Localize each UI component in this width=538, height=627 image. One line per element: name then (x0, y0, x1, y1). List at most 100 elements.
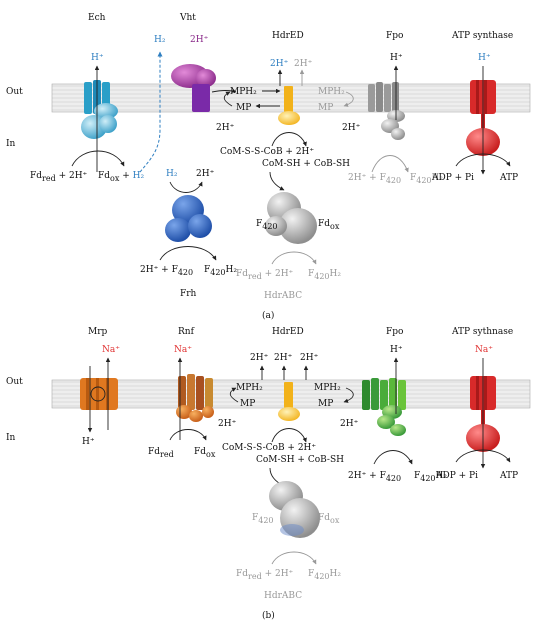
vht-mp-arrow (211, 88, 237, 93)
vht-2h-label: 2H⁺ (190, 35, 209, 45)
fpo-complex-a (368, 82, 405, 140)
panel-a: Out In Ech Vht HdrED Fpo ATP synthase H⁺… (6, 13, 531, 321)
hdrabc-complex-b (269, 481, 320, 538)
panel-b: Out In Mrp Rnf HdrED Fpo ATP sythnase Na… (6, 327, 531, 621)
frh-top-reaction (169, 181, 203, 193)
atp-out-a: H⁺ (478, 53, 491, 63)
rnf-complex (176, 374, 214, 422)
hdr-in-reaction-a (271, 132, 307, 147)
vht-2h-in: 2H⁺ (216, 123, 235, 133)
caption-a: (a) (262, 310, 274, 321)
hdrabc-link-a (269, 171, 285, 191)
atp-right-b: ATP (499, 471, 518, 481)
hdred-complex-b (278, 382, 300, 421)
rnf-reaction (169, 429, 207, 441)
mp-left-a: MP (236, 103, 251, 113)
fpo-out-b: H⁺ (390, 345, 403, 355)
fpo-in-right-a: F420H₂ (410, 173, 443, 185)
vht-h2-label: H₂ (154, 35, 166, 45)
mph2-left-a: MPH₂ (230, 87, 257, 97)
fpo-in-right-b: F420H₂ (414, 471, 447, 483)
atp-left-a: ADP + Pi (431, 173, 474, 183)
hdr-2h-in-right-b: 2H⁺ (340, 419, 359, 429)
hdr-2h-b-b: 2H⁺ (274, 353, 293, 363)
frh-2h: 2H⁺ (196, 169, 215, 179)
coms-a: CoM-S-S-CoB + 2H⁺ (220, 147, 314, 157)
hdr-in-reaction-b (271, 428, 307, 443)
atp-reaction-a (455, 153, 511, 167)
hdrabc-title-a: HdrABC (264, 291, 302, 301)
vht-h2-dashed (139, 51, 163, 173)
hdrabc-f-b: F420 (252, 513, 274, 525)
atp-right-a: ATP (499, 173, 518, 183)
atp-out-b: Na⁺ (475, 345, 493, 355)
side-out-b: Out (6, 377, 23, 387)
hdred-title-b: HdrED (272, 327, 304, 337)
hdrabc-bottom-reaction-b (271, 551, 317, 565)
mph2-right-a: MPH₂ (318, 87, 345, 97)
fpo-out-a: H⁺ (390, 53, 403, 63)
atp-left-b: ADP + Pi (435, 471, 478, 481)
atp-reaction-b (455, 449, 511, 463)
mph2-cycle-left-a (223, 91, 233, 107)
atp-title-b: ATP sythnase (451, 327, 513, 337)
fpo-complex-b (362, 378, 406, 436)
frh-h2: H₂ (166, 169, 178, 179)
mph2-cycle-right-a (343, 91, 354, 107)
ech-title: Ech (88, 13, 106, 23)
hdr-2h-b-c: 2H⁺ (300, 353, 319, 363)
mrp-title: Mrp (88, 327, 108, 337)
side-in-a: In (6, 139, 16, 149)
frh-complex (165, 195, 212, 242)
hdrabc-bottom-reaction-a (271, 251, 317, 265)
mp-left-b: MP (240, 399, 255, 409)
fpo-in-reaction-b (373, 450, 413, 465)
frh-bottom-reaction (159, 246, 217, 261)
comsh-b: CoM-SH + CoB-SH (256, 455, 344, 465)
rnf-na: Na⁺ (174, 345, 192, 355)
vht-complex (171, 64, 216, 112)
mrp-h: H⁺ (82, 437, 95, 447)
fpo-title-b: Fpo (386, 327, 403, 337)
hdr-2h-in-a: 2H⁺ (342, 123, 361, 133)
atp-title-a: ATP synthase (451, 31, 513, 41)
mrp-na: Na⁺ (102, 345, 120, 355)
rnf-left: Fdred (148, 447, 174, 459)
mp-right-b: MP (318, 399, 333, 409)
fpo-in-reaction-a (371, 155, 409, 173)
ech-complex (81, 80, 118, 139)
mph2-cycle-right-b (343, 387, 354, 403)
hdrabc-title-b: HdrABC (264, 591, 302, 601)
hdred-complex-a (278, 86, 300, 125)
frh-title: Frh (180, 289, 197, 299)
frh-right: F420H₂ (204, 265, 237, 277)
side-out-a: Out (6, 87, 23, 97)
hdrabc-complex-a (265, 192, 317, 244)
coms-b: CoM-S-S-CoB + 2H⁺ (222, 443, 316, 453)
hdrabc-bottom-right-b: F420H₂ (308, 569, 341, 581)
hdrabc-bottom-right-a: F420H₂ (308, 269, 341, 281)
ech-out-proton: H⁺ (91, 53, 104, 63)
hdrabc-fd-a: Fdox (318, 219, 340, 231)
caption-b: (b) (262, 610, 275, 621)
hdrabc-bottom-left-a: Fdred + 2H⁺ (236, 269, 294, 281)
mph2-left-b: MPH₂ (236, 383, 263, 393)
mp-right-a: MP (318, 103, 333, 113)
fpo-title-a: Fpo (386, 31, 403, 41)
hdr-2h-grey-a: 2H⁺ (294, 59, 313, 69)
ech-in-reaction (71, 150, 125, 167)
hdr-2h-out-a: 2H⁺ (270, 59, 289, 69)
hdrabc-fd-b: Fdox (318, 513, 340, 525)
fpo-in-left-a: 2H⁺ + F420 (348, 173, 401, 185)
hdr-2h-b-a: 2H⁺ (250, 353, 269, 363)
ech-in-right: Fdox + H₂ (98, 171, 144, 183)
side-in-b: In (6, 433, 16, 443)
mrp-complex (80, 378, 118, 410)
hdrabc-bottom-left-b: Fdred + 2H⁺ (236, 569, 294, 581)
ech-in-left: Fdred + 2H⁺ (30, 171, 88, 183)
frh-left: 2H⁺ + F420 (140, 265, 193, 277)
rnf-title: Rnf (178, 327, 195, 337)
hdr-2h-in-left-b: 2H⁺ (218, 419, 237, 429)
mph2-cycle-left-b (229, 387, 239, 403)
